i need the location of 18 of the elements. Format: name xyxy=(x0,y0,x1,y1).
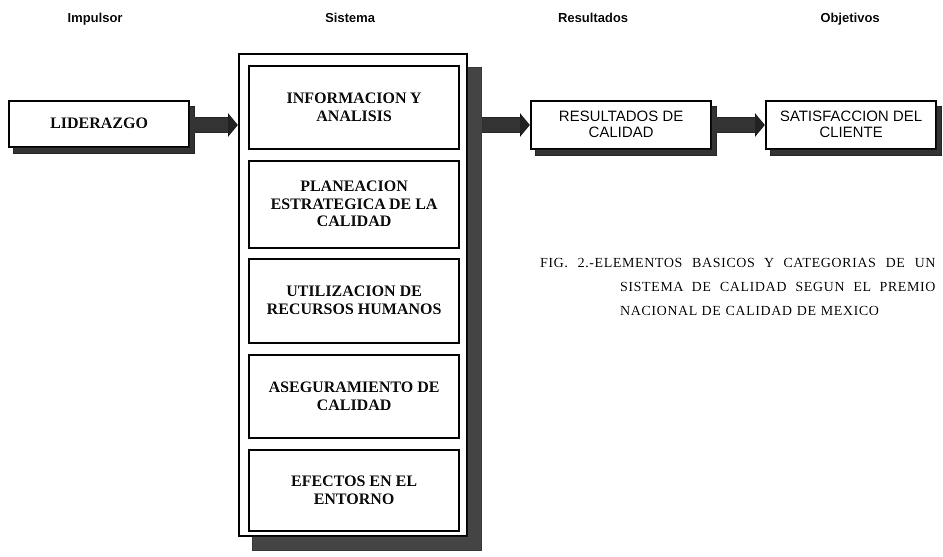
process-box xyxy=(248,160,460,249)
column-heading: Sistema xyxy=(325,10,375,25)
box-label: RESULTADOS DE CALIDAD xyxy=(558,108,684,142)
box-label: PLANEACION ESTRATEGICA DE LA CALIDAD xyxy=(270,178,438,231)
box-label: INFORMACION Y ANALISIS xyxy=(286,90,422,126)
box-label: UTILIZACION DE RECURSOS HUMANOS xyxy=(266,283,442,319)
box-label: EFECTOS EN EL ENTORNO xyxy=(290,472,418,508)
figure-caption: FIG. 2.-ELEMENTOS BASICOS Y CATEGORIAS DE UN SISTEMA DE CALIDAD SEGUN EL PREMIO NACIONAL DE CALIDAD DE MEXICO xyxy=(540,255,936,321)
process-box xyxy=(248,449,460,532)
column-heading: Impulsor xyxy=(68,10,122,25)
process-box xyxy=(248,258,460,344)
process-box xyxy=(248,65,460,150)
box-label: ASEGURAMIENTO DE CALIDAD xyxy=(268,378,440,414)
box-label: SATISFACCION DEL CLIENTE xyxy=(778,108,924,142)
column-heading: Resultados xyxy=(558,10,628,25)
box-label: LIDERAZGO xyxy=(49,115,149,133)
column-heading: Objetivos xyxy=(820,10,880,25)
process-box xyxy=(248,354,460,439)
